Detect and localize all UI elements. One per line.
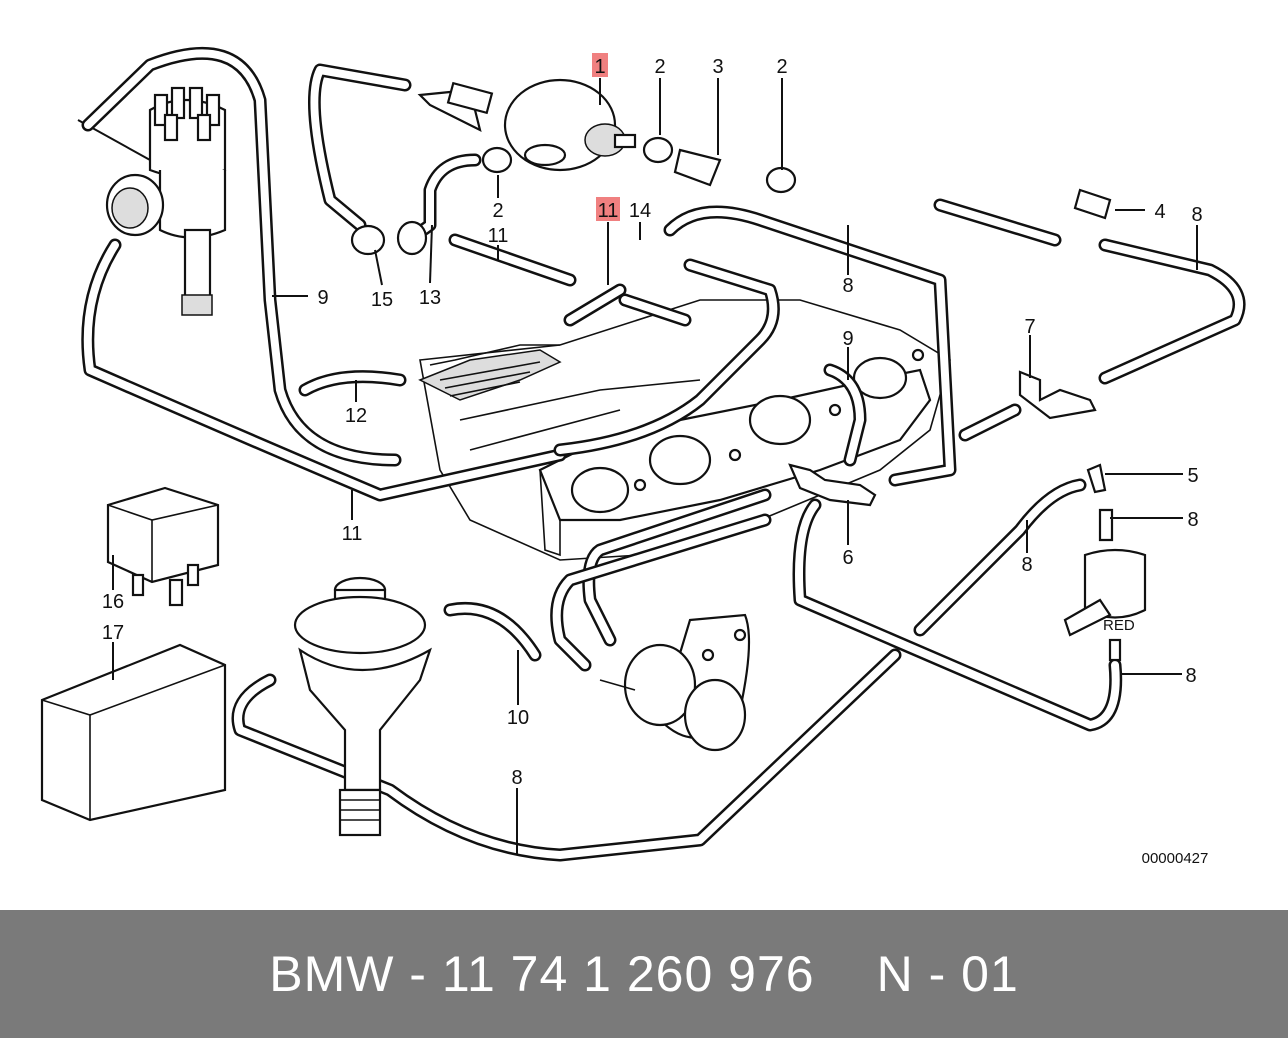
callout-11[interactable]: 11	[342, 523, 363, 545]
callout-7[interactable]: 7	[1024, 316, 1035, 338]
red-marking: RED	[1103, 617, 1135, 634]
callout-5[interactable]: 5	[1187, 465, 1198, 487]
callout-16[interactable]: 16	[102, 591, 124, 613]
page-number-text: N - 01	[876, 946, 1019, 1002]
callout-11[interactable]: 11	[598, 200, 619, 222]
callout-11[interactable]: 11	[488, 225, 509, 247]
callout-3[interactable]: 3	[712, 56, 723, 78]
callout-6[interactable]: 6	[842, 547, 853, 569]
callout-8[interactable]: 8	[1191, 204, 1202, 226]
callout-2[interactable]: 2	[776, 56, 787, 78]
callout-13[interactable]: 13	[419, 287, 441, 309]
callout-4[interactable]: 4	[1154, 201, 1165, 223]
callout-8[interactable]: 8	[511, 767, 522, 789]
diagram-reference-number: 00000427	[1142, 850, 1209, 867]
callout-8[interactable]: 8	[842, 275, 853, 297]
exploded-parts-diagram: RED	[40, 46, 1246, 867]
relay-16-drawing	[106, 486, 220, 607]
vacuum-hoses	[81, 46, 1246, 862]
callout-12[interactable]: 12	[345, 405, 367, 427]
callout-14[interactable]: 14	[629, 200, 651, 222]
clamps-and-connectors: RED	[350, 136, 1147, 662]
callout-1[interactable]: 1	[594, 56, 605, 78]
callout-10[interactable]: 10	[507, 707, 529, 729]
callout-15[interactable]: 15	[371, 289, 393, 311]
callout-9[interactable]: 9	[842, 328, 853, 350]
callout-8[interactable]: 8	[1185, 665, 1196, 687]
callout-1-highlight	[592, 53, 608, 77]
callout-leaders	[112, 78, 1198, 855]
callout-17[interactable]: 17	[102, 622, 124, 644]
callout-8[interactable]: 8	[1021, 554, 1032, 576]
callout-9[interactable]: 9	[317, 287, 328, 309]
part-number-text: BMW - 11 74 1 260 976	[269, 946, 815, 1002]
vacuum-unit-drawing	[599, 613, 751, 752]
callout-labels: 1 2 3 2 4 8 2 11 11 14 15 13 9 8 7 9 12 …	[102, 53, 1203, 789]
callout-2[interactable]: 2	[654, 56, 665, 78]
control-unit-17-drawing	[40, 643, 227, 822]
callout-11-highlight	[596, 197, 620, 221]
distributor-drawing	[77, 86, 227, 316]
pressure-valve-drawing	[293, 576, 432, 837]
callout-2[interactable]: 2	[492, 200, 503, 222]
callout-8[interactable]: 8	[1187, 509, 1198, 531]
part-1-valve-drawing	[417, 78, 637, 172]
footer-bar: BMW - 11 74 1 260 976 N - 01	[0, 910, 1288, 1038]
